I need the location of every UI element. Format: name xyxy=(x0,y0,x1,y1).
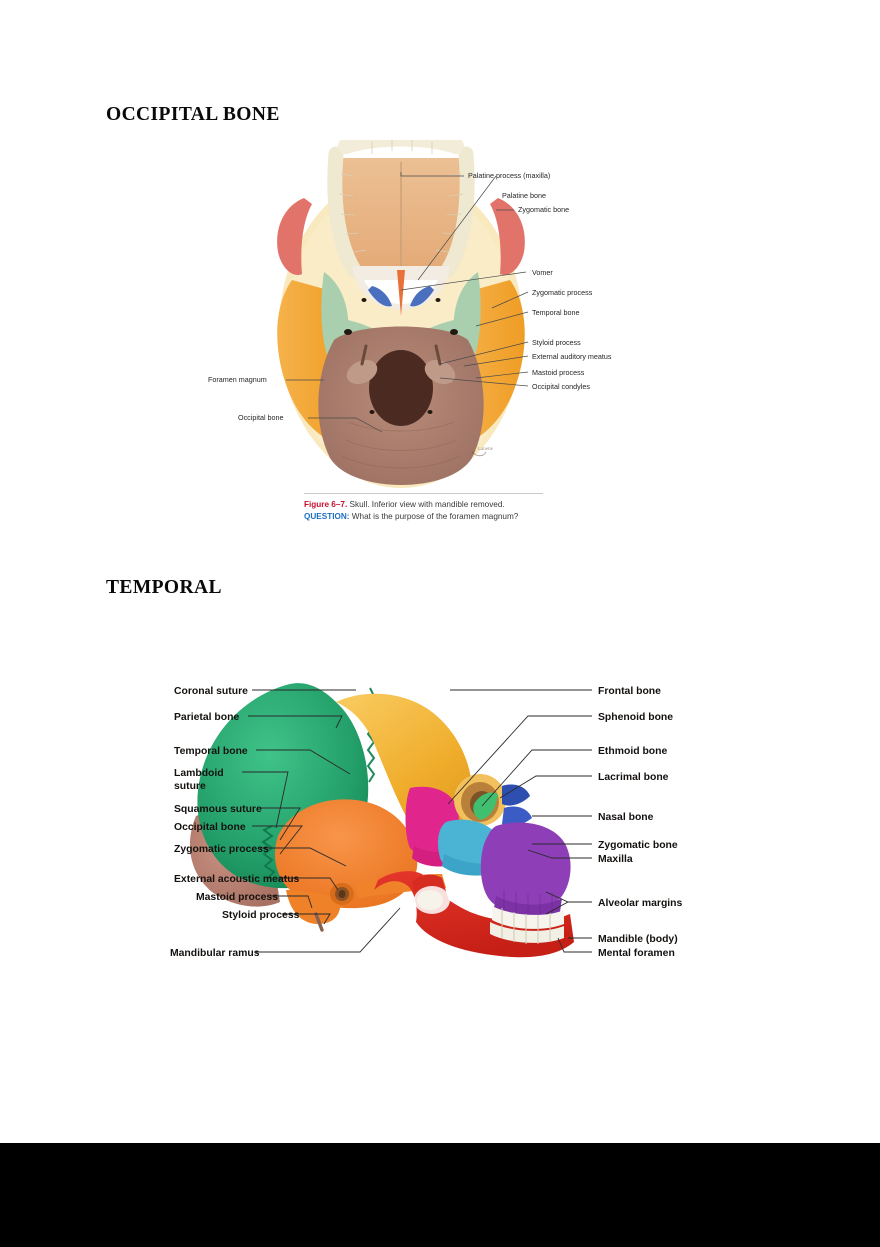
label-palatine-process: Palatine process (maxilla) xyxy=(468,171,550,180)
label-mastoid-process: Mastoid process xyxy=(532,368,585,377)
caption-divider xyxy=(304,493,543,494)
label-lacrimal-bone: Lacrimal bone xyxy=(598,772,669,783)
label-zygomatic-bone: Zygomatic bone xyxy=(598,840,678,851)
label-ethmoid-bone: Ethmoid bone xyxy=(598,746,667,757)
figure-one-caption: Figure 6–7. Skull. Inferior view with ma… xyxy=(304,493,554,522)
label-temporal-bone: Temporal bone xyxy=(174,746,248,757)
figure-description: Skull. Inferior view with mandible remov… xyxy=(349,500,505,509)
label-mastoid-process: Mastoid process xyxy=(196,892,278,903)
label-nasal-bone: Nasal bone xyxy=(598,812,654,823)
label-lambdoid-suture-second-line: suture xyxy=(174,781,206,792)
section-heading-temporal: TEMPORAL xyxy=(106,577,222,598)
figure-one-leader-lines xyxy=(400,172,529,387)
svg-text:Lanelle: Lanelle xyxy=(478,447,494,452)
question-label: QUESTION: xyxy=(304,511,350,521)
label-temporal-bone: Temporal bone xyxy=(532,308,580,317)
teeth-row xyxy=(490,906,564,944)
label-mandibular-ramus: Mandibular ramus xyxy=(170,948,260,959)
label-zygomatic-process: Zygomatic process xyxy=(174,844,269,855)
label-frontal-bone: Frontal bone xyxy=(598,686,661,697)
figure-number: Figure 6–7. xyxy=(304,500,348,509)
label-mandible-body: Mandible (body) xyxy=(598,934,678,945)
paper-sheet: OCCIPITAL BONE xyxy=(106,104,720,978)
label-parietal-bone: Parietal bone xyxy=(174,712,239,723)
skull-inferior-illustration: Lanelle xyxy=(277,140,525,488)
label-foramen-magnum: Foramen magnum xyxy=(208,375,267,384)
label-styloid-process: Styloid process xyxy=(222,910,300,921)
label-external-acoustic-meatus: External acoustic meatus xyxy=(174,874,300,885)
figure-two-left-labels: Coronal suture Parietal bone Temporal bo… xyxy=(170,686,300,959)
skull-lateral-illustration xyxy=(189,683,574,958)
figure-two-leader-lines-right xyxy=(447,689,592,953)
label-external-auditory-meatus: External auditory meatus xyxy=(532,352,612,361)
label-maxilla: Maxilla xyxy=(598,854,633,865)
label-zygomatic-bone: Zygomatic bone xyxy=(518,205,569,214)
label-alveolar-margins: Alveolar margins xyxy=(598,898,683,909)
caption-line-description: Figure 6–7. Skull. Inferior view with ma… xyxy=(304,499,554,511)
figure-lateral-skull-view: Coronal suture Parietal bone Temporal bo… xyxy=(160,668,720,978)
figure-two-leader-lines-left xyxy=(242,689,401,953)
label-occipital-condyles: Occipital condyles xyxy=(532,382,590,391)
label-zygomatic-process: Zygomatic process xyxy=(532,288,593,297)
section-heading-occipital-bone: OCCIPITAL BONE xyxy=(106,104,280,125)
figure-one-right-labels: Palatine process (maxilla) Palatine bone… xyxy=(468,171,612,391)
caption-line-question: QUESTION: What is the purpose of the for… xyxy=(304,511,554,523)
label-styloid-process: Styloid process xyxy=(532,338,581,347)
bottom-black-band xyxy=(0,1143,880,1247)
figure-inferior-skull-view: Lanelle Palatine proces xyxy=(196,140,666,530)
figure-one-left-labels: Foramen magnum Occipital bone xyxy=(208,375,284,422)
figure-two-right-labels: Frontal bone Sphenoid bone Ethmoid bone … xyxy=(598,686,683,959)
figure-one-leader-lines-left xyxy=(286,379,383,433)
label-occipital-bone: Occipital bone xyxy=(174,822,246,833)
label-occipital-bone: Occipital bone xyxy=(238,413,284,422)
label-vomer: Vomer xyxy=(532,268,553,277)
label-mental-foramen: Mental foramen xyxy=(598,948,675,959)
label-palatine-bone: Palatine bone xyxy=(502,191,546,200)
artist-signature: Lanelle xyxy=(471,447,494,457)
label-squamous-suture: Squamous suture xyxy=(174,804,262,815)
label-coronal-suture: Coronal suture xyxy=(174,686,248,697)
label-sphenoid-bone: Sphenoid bone xyxy=(598,712,673,723)
question-text: What is the purpose of the foramen magnu… xyxy=(351,511,519,521)
label-lambdoid: Lambdoid xyxy=(174,768,224,779)
